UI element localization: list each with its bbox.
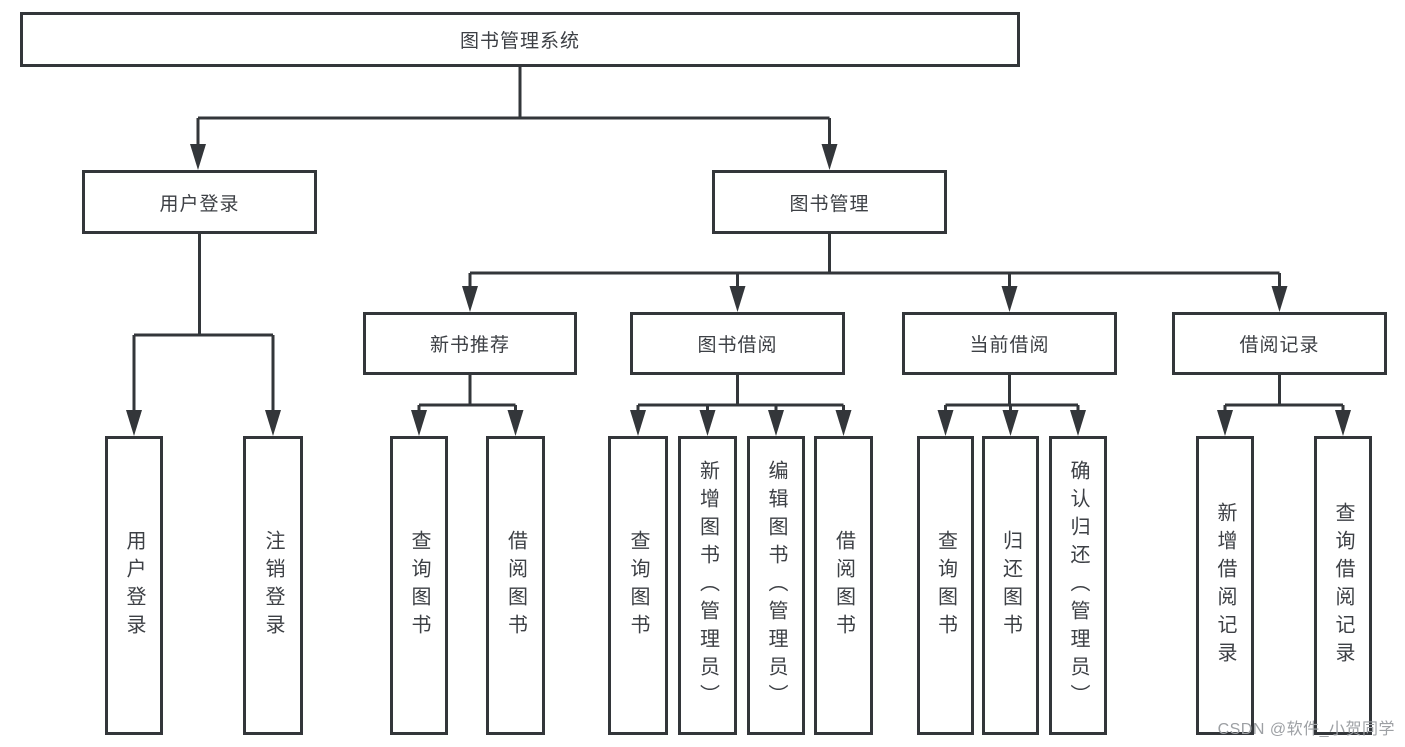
arrowhead: [835, 410, 852, 436]
node-label: 新增图书（管理员）: [696, 459, 719, 712]
node-library-system: 图书管理系统: [20, 12, 1020, 67]
arrowhead: [462, 286, 478, 312]
node-label: 查询图书: [627, 529, 649, 642]
arrowhead: [729, 286, 746, 312]
leaf-return-books: 归还图书: [982, 436, 1039, 735]
node-label: 查询借阅记录: [1332, 501, 1354, 670]
leaf-add-books-admin: 新增图书（管理员）: [678, 436, 737, 735]
arrowhead: [190, 144, 206, 170]
arrowhead: [821, 144, 838, 170]
node-label: 确认归还（管理员）: [1067, 459, 1089, 712]
arrowhead: [1271, 286, 1288, 312]
node-new-book-recommend: 新书推荐: [363, 312, 577, 375]
node-label: 当前借阅: [969, 335, 1050, 356]
node-label: 新增借阅记录: [1214, 501, 1236, 670]
node-label: 归还图书: [999, 529, 1022, 642]
node-label: 图书借阅: [697, 335, 778, 356]
arrowhead: [1335, 410, 1351, 436]
connector-root-to-level2: [190, 67, 838, 170]
node-label: 查询图书: [934, 529, 957, 642]
arrowhead: [699, 410, 716, 436]
leaf-borrow-books: 借阅图书: [814, 436, 873, 735]
leaf-query-books: 查询图书: [608, 436, 668, 735]
connector-book-management-children: [462, 234, 1288, 312]
node-label: 借阅图书: [832, 529, 855, 642]
leaf-logout-login: 注销登录: [243, 436, 303, 735]
node-label: 借阅记录: [1239, 335, 1320, 356]
node-label: 新书推荐: [429, 335, 510, 356]
node-label: 图书管理系统: [459, 31, 580, 52]
arrowhead: [411, 410, 427, 436]
node-label: 编辑图书（管理员）: [765, 459, 787, 712]
node-book-borrow: 图书借阅: [630, 312, 845, 375]
leaf-edit-books-admin: 编辑图书（管理员）: [747, 436, 805, 735]
node-current-borrow: 当前借阅: [902, 312, 1117, 375]
node-label: 借阅图书: [504, 529, 527, 642]
leaf-query-books: 查询图书: [917, 436, 974, 735]
node-book-management: 图书管理: [712, 170, 947, 234]
csdn-watermark: CSDN @软件_小贺同学: [1217, 721, 1395, 738]
connector-book-borrow-children: [630, 375, 852, 436]
connector-borrow-records-children: [1217, 375, 1351, 436]
arrowhead: [507, 410, 524, 436]
node-label: 用户登录: [159, 193, 240, 215]
arrowhead: [126, 410, 142, 436]
arrowhead: [630, 410, 646, 436]
connector-user-login-children: [126, 234, 281, 436]
node-borrow-records: 借阅记录: [1172, 312, 1387, 375]
leaf-query-books: 查询图书: [390, 436, 448, 735]
node-label: 用户登录: [123, 529, 145, 642]
arrowhead: [1070, 410, 1086, 436]
node-user-login: 用户登录: [82, 170, 317, 234]
leaf-confirm-return-admin: 确认归还（管理员）: [1049, 436, 1107, 735]
connector-new-book-children: [411, 375, 524, 436]
connector-current-borrow-children: [937, 375, 1086, 436]
arrowhead: [1217, 410, 1233, 436]
arrowhead: [768, 410, 784, 436]
arrowhead: [937, 410, 954, 436]
node-label: 查询图书: [408, 529, 430, 642]
leaf-user-login: 用户登录: [105, 436, 163, 735]
arrowhead: [265, 410, 281, 436]
node-label: 图书管理: [789, 193, 870, 215]
arrowhead: [1002, 410, 1019, 436]
node-label: 注销登录: [262, 529, 284, 642]
leaf-add-borrow-record: 新增借阅记录: [1196, 436, 1254, 735]
leaf-query-borrow-record: 查询借阅记录: [1314, 436, 1372, 735]
leaf-borrow-books: 借阅图书: [486, 436, 545, 735]
arrowhead: [1001, 286, 1018, 312]
